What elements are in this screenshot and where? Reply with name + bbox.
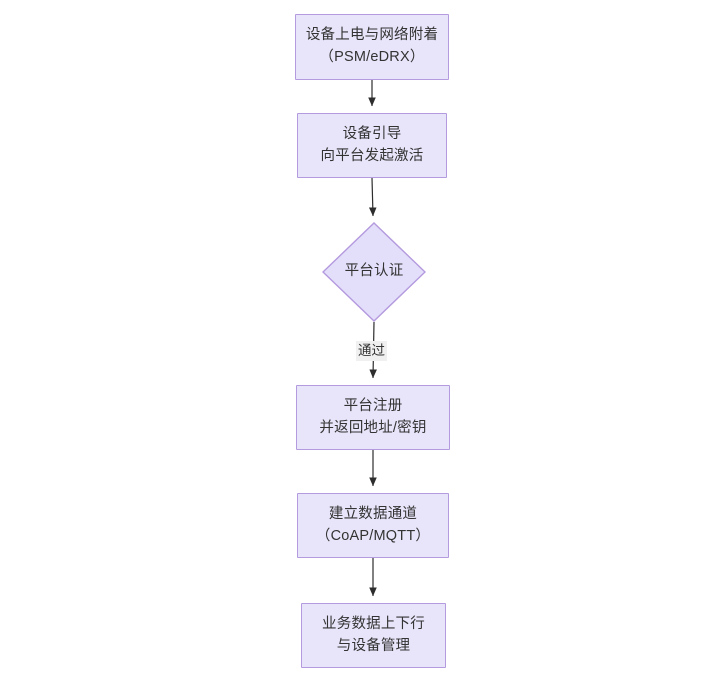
flow-node-line: 建立数据通道 (328, 505, 418, 522)
edge-n2-n3 (368, 177, 377, 217)
flow-node-line: （CoAP/MQTT） (315, 527, 431, 544)
edge-label-pass: 通过 (356, 341, 387, 361)
flow-node-device-power-on[interactable]: 设备上电与网络附着 （PSM/eDRX） (295, 14, 449, 80)
flow-node-business-data-and-device-management[interactable]: 业务数据上下行 与设备管理 (301, 603, 446, 668)
flow-node-platform-auth-decision[interactable]: 平台认证 (322, 222, 426, 322)
flow-node-line: 向平台发起激活 (320, 147, 424, 164)
flow-node-line: （PSM/eDRX） (319, 49, 425, 65)
flow-node-device-bootstrap[interactable]: 设备引导 向平台发起激活 (297, 113, 447, 178)
flow-node-line: 业务数据上下行 (322, 615, 425, 632)
flow-node-line: 与设备管理 (336, 637, 411, 654)
diamond-shape-icon (322, 222, 426, 322)
flow-node-platform-registration[interactable]: 平台注册 并返回地址/密钥 (296, 385, 450, 450)
flow-node-line: 平台认证 (344, 263, 404, 280)
flow-node-line: 设备上电与网络附着 (305, 27, 439, 44)
flow-node-establish-data-channel[interactable]: 建立数据通道 （CoAP/MQTT） (297, 493, 449, 558)
flow-node-line: 并返回地址/密钥 (319, 419, 427, 436)
flow-node-line: 平台注册 (343, 397, 403, 414)
flow-node-line: 设备引导 (342, 125, 402, 142)
